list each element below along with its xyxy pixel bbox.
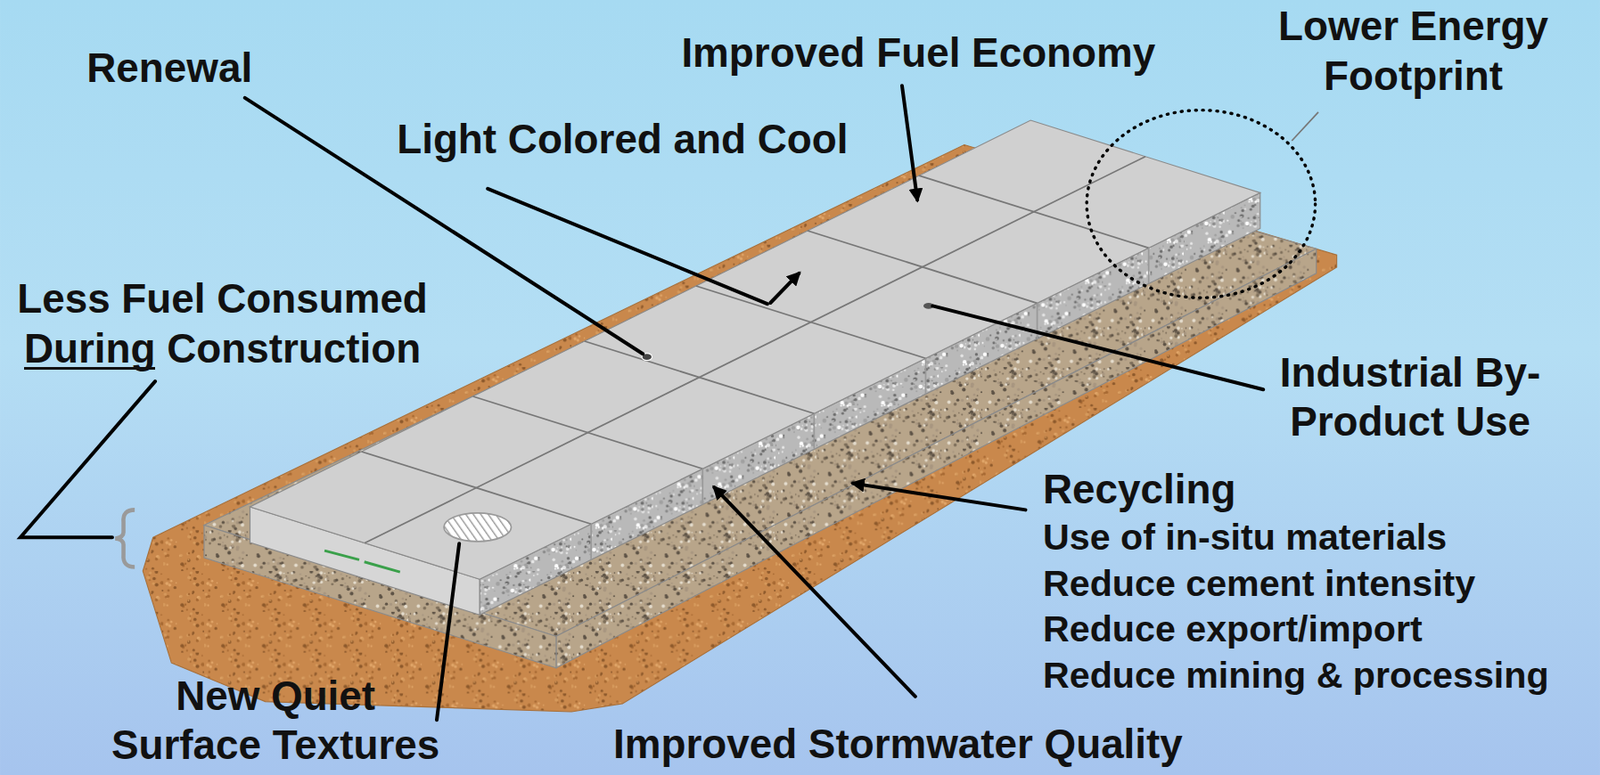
textured-patch: [443, 513, 512, 542]
callout-label: Light Colored and Cool: [396, 114, 848, 165]
dowel-bar: [364, 562, 401, 573]
illustration-part: [925, 358, 928, 394]
callout-label: New Quiet Surface Textures: [102, 672, 450, 772]
energy-footprint-circle: [1086, 110, 1315, 299]
illustration-part: [364, 156, 1146, 544]
leader-arrow: [853, 484, 1026, 511]
layer-bracket: [114, 509, 135, 567]
illustration-part: [590, 524, 592, 560]
leader-arrow: [902, 85, 918, 200]
callout-label: Recycling: [1042, 465, 1236, 516]
illustration-part: [813, 413, 816, 450]
callout-label: Improved Fuel Economy: [681, 28, 1156, 79]
footprint-leader: [1291, 112, 1319, 141]
leader-line: [20, 381, 156, 538]
illustration-part: [701, 468, 704, 505]
leader-arrow: [770, 273, 799, 304]
callout-label: Reduce mining & processing: [1042, 653, 1550, 698]
leader-line: [932, 305, 1264, 390]
illustration-part: [1148, 247, 1150, 284]
leader-arrow: [713, 487, 916, 698]
leader-line: [487, 188, 768, 304]
callout-label: Less Fuel Consumed During Construction: [8, 274, 436, 375]
callout-label: Reduce cement intensity: [1042, 561, 1476, 607]
callout-label: Use of in-situ materials: [1042, 515, 1447, 560]
dowel-bar: [324, 550, 360, 560]
underline: [24, 367, 156, 370]
leader-line: [436, 543, 460, 721]
slab-joints: [361, 156, 1149, 561]
callout-label: Improved Stormwater Quality: [613, 720, 1183, 771]
callout-label: Renewal: [86, 43, 253, 94]
callout-label: Industrial By-Product Use: [1244, 348, 1576, 449]
callout-label: Reduce export/import: [1042, 607, 1423, 652]
callout-label: Lower Energy Footprint: [1237, 1, 1590, 102]
